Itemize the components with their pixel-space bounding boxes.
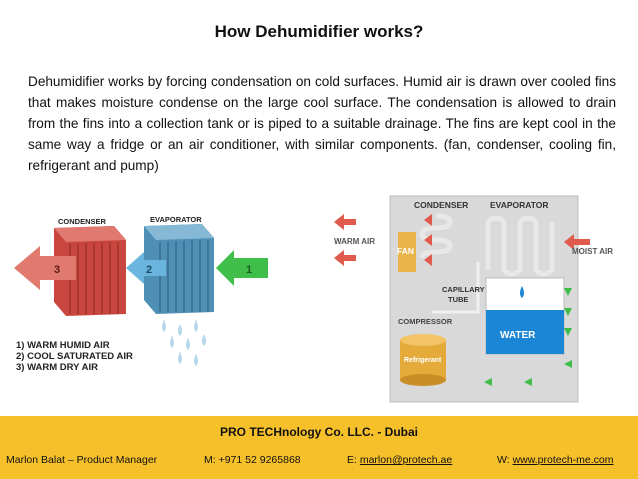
slide-title: How Dehumidifier works? <box>214 22 424 41</box>
schematic-evaporator-coil <box>485 215 555 277</box>
inner-red-arrow-2 <box>424 234 432 246</box>
schematic-condenser-coil <box>419 213 453 259</box>
web-prefix: W: <box>497 454 510 466</box>
evaporator-label: EVAPORATOR <box>150 215 202 224</box>
footer-bar: PRO TECHnology Co. LLC. - Dubai Marlon B… <box>0 416 638 479</box>
water-drop-icon <box>520 286 524 298</box>
warm-air-label: WARM AIR <box>334 237 375 246</box>
compressor-cylinder <box>400 334 446 386</box>
condenser-label: CONDENSER <box>58 217 107 226</box>
company-name: PRO TECHnology Co. LLC. - Dubai <box>220 425 418 439</box>
airflow-diagram: CONDENSER EVAPORATOR 3 2 1 1) WARM HUMID… <box>14 215 268 373</box>
contact-name: Marlon Balat – Product Manager <box>6 454 158 466</box>
refrigerant-label: Refrigerant <box>404 357 442 364</box>
dehumidifier-schematic: CONDENSER EVAPORATOR FAN CAPILLARY TUBE … <box>334 195 613 403</box>
website-link[interactable]: www.protech-me.com <box>512 454 614 466</box>
fan-label: FAN <box>397 246 414 256</box>
arrow-2-cool-saturated <box>126 252 166 284</box>
mobile-number: M: +971 52 9265868 <box>204 454 301 466</box>
moist-air-label: MOIST AIR <box>572 247 613 256</box>
green-flow-arrows <box>484 288 572 386</box>
schematic-evaporator-label: EVAPORATOR <box>490 200 549 210</box>
compressor-label: COMPRESSOR <box>398 317 453 326</box>
arrow-1-warm-humid <box>216 250 268 286</box>
email-row: E: marlon@protech.ae <box>347 454 452 466</box>
email-prefix: E: <box>347 454 357 466</box>
capillary-tube <box>432 262 480 314</box>
arrow-number-2: 2 <box>146 264 152 276</box>
capillary-label-2: TUBE <box>448 295 468 304</box>
arrow-number-3: 3 <box>54 264 60 276</box>
arrow-3-warm-dry <box>14 246 76 290</box>
legend-item-2: 2) COOL SATURATED AIR <box>16 351 133 362</box>
arrow-number-1: 1 <box>246 264 252 276</box>
capillary-label-1: CAPILLARY <box>442 285 485 294</box>
moist-air-arrow <box>564 234 590 250</box>
legend-item-3: 3) WARM DRY AIR <box>16 362 98 373</box>
description-paragraph: Dehumidifier works by forcing condensati… <box>28 74 616 173</box>
schematic-condenser-label: CONDENSER <box>414 200 468 210</box>
fan-block <box>398 232 416 272</box>
inner-red-arrow-3 <box>424 254 432 266</box>
water-label: WATER <box>500 330 536 341</box>
evaporator-coil <box>144 224 214 314</box>
water-fill <box>486 310 564 354</box>
web-row: W: www.protech-me.com <box>497 454 614 466</box>
warm-air-arrow-2 <box>334 250 356 266</box>
legend-item-1: 1) WARM HUMID AIR <box>16 340 110 351</box>
condenser-coil <box>54 226 126 316</box>
water-droplets <box>162 320 206 366</box>
inner-red-arrow-1 <box>424 214 432 226</box>
email-link[interactable]: marlon@protech.ae <box>359 454 453 466</box>
warm-air-arrow-1 <box>334 214 356 230</box>
